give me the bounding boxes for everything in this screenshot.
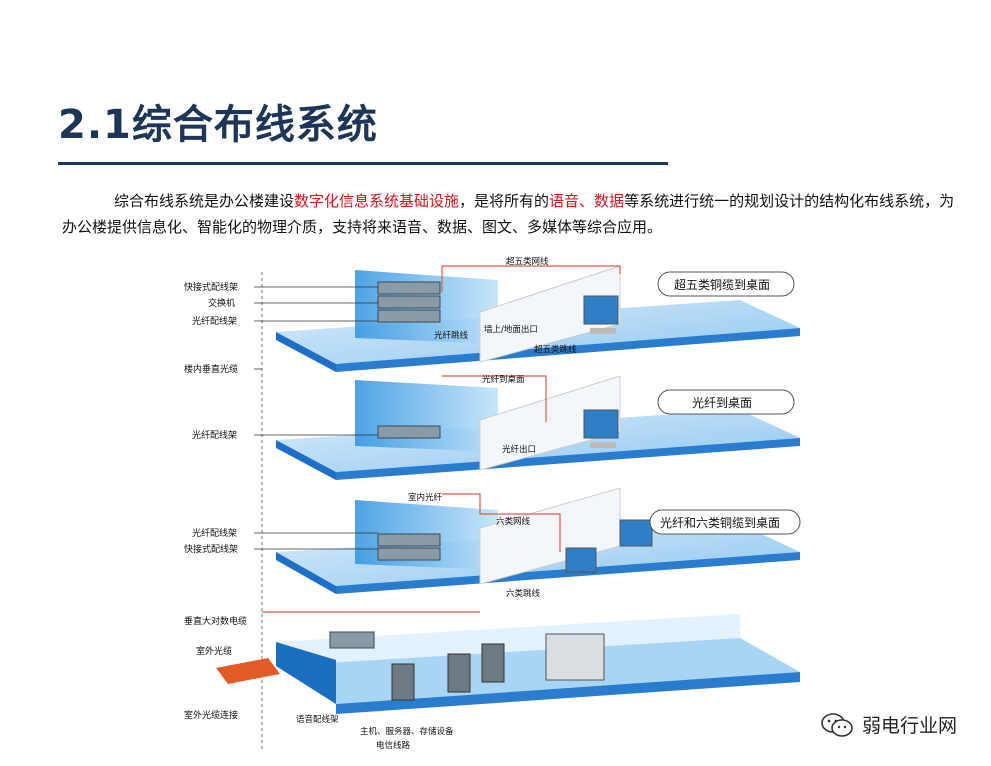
label-wall-floor-outlet: 墙上/地面出口 (484, 324, 538, 335)
floor-2-rack (377, 425, 441, 439)
label-riser-fiber: 楼内垂直光缆 (184, 363, 238, 375)
floor-1-red-cable (442, 265, 621, 274)
rack-unit (377, 281, 441, 295)
floor-3-red-cable (442, 493, 561, 552)
intro-text-3: 等系统进行统一的规划设计的结构化布线系统，为办公楼提供信息化、智能化的物理介质，… (62, 192, 955, 236)
floor-1-rack (377, 281, 441, 323)
server-rack (391, 663, 415, 701)
cabling-diagram: 快接式配线架 交换机 光纤配线架 楼内垂直光缆 光纤配线架 光纤配线架 快接式配… (180, 252, 820, 764)
callout-text: 光纤和六类铜缆到桌面 (660, 515, 780, 530)
floor-1 (276, 265, 800, 372)
server-rack (481, 643, 505, 683)
floor-2-slab-front (336, 438, 800, 480)
rack-unit (377, 309, 441, 323)
label-fiber-patch-panel-3: 光纤配线架 (192, 527, 237, 539)
callout-fiber-to-desk: 光纤到桌面 (657, 389, 795, 415)
floor-3-slab-front (336, 552, 800, 594)
watermark: 弱电行业网 (820, 711, 957, 738)
label-indoor-fiber: 室内光纤 (408, 492, 443, 503)
floor-1-slab-edge (276, 332, 336, 372)
callout-text: 超五类铜缆到桌面 (674, 277, 770, 292)
page-title: 2.1综合布线系统 (58, 102, 378, 148)
floor-3 (276, 487, 800, 594)
floor-2 (276, 375, 800, 480)
equipment-room-front-wall (336, 672, 800, 714)
intro-highlight-2: 语音、数据 (549, 192, 625, 210)
callout-fiber-cat6-to-desk: 光纤和六类铜缆到桌面 (649, 509, 801, 535)
label-cat5e-cable: 超五类网线 (506, 256, 549, 267)
label-quick-patch-panel-1: 快接式配线架 (184, 281, 238, 293)
callout-text: 光纤到桌面 (692, 396, 752, 410)
cabling-diagram-svg: 快接式配线架 交换机 光纤配线架 楼内垂直光缆 光纤配线架 光纤配线架 快接式配… (184, 256, 801, 752)
label-servers-storage: 主机、服务器、存储设备 (360, 726, 454, 737)
monitor-icon (565, 519, 653, 573)
intro-paragraph: 综合布线系统是办公楼建设数字化信息系统基础设施，是将所有的语音、数据等系统进行统… (62, 188, 962, 240)
callout-cat5e-to-desk: 超五类铜缆到桌面 (657, 271, 795, 297)
label-cat5e-patch-cord: 超五类跳线 (534, 344, 577, 355)
label-switch: 交换机 (208, 297, 235, 309)
floor-2-wall (355, 380, 498, 452)
server-rack (447, 653, 471, 693)
intro-text-2: ，是将所有的 (459, 192, 550, 210)
floor-1-slab-front (336, 328, 800, 372)
floor-1-partition (479, 265, 621, 363)
wechat-icon (821, 712, 853, 737)
label-riser-multipair-cable: 垂直大对数电缆 (184, 615, 247, 627)
floor-2-slab-edge (276, 440, 336, 480)
label-cat6-patch-cord: 六类跳线 (506, 588, 541, 599)
equipment-room-side-wall (276, 642, 336, 704)
label-outdoor-fiber: 室外光缆 (196, 645, 232, 657)
label-voice-patch-panel: 语音配线架 (296, 714, 339, 725)
floor-2-partition (479, 375, 621, 471)
title-underline (58, 162, 668, 165)
label-cat6-cable: 六类网线 (496, 516, 531, 527)
label-outdoor-fiber-connection: 室外光缆连接 (184, 709, 238, 721)
intro-text-1: 综合布线系统是办公楼建设 (114, 192, 295, 210)
monitor-icon (583, 409, 619, 448)
storage-cabinet (545, 633, 605, 681)
label-fiber-patch-panel-2: 光纤配线架 (192, 429, 237, 441)
watermark-text: 弱电行业网 (861, 715, 957, 737)
equipment-room-back-wall (276, 614, 740, 666)
floor-2-red-cable (442, 375, 547, 422)
outdoor-fiber-pad (216, 658, 280, 684)
label-fiber-to-desk-small: 光纤到桌面 (482, 374, 525, 385)
voice-patch-panel (329, 631, 375, 649)
label-fiber-patch-panel-1: 光纤配线架 (192, 315, 237, 327)
floor-3-slab-edge (276, 552, 336, 594)
monitor-icon (583, 295, 619, 334)
intro-highlight-1: 数字化信息系统基础设施 (294, 192, 460, 210)
floor-3-rack (377, 547, 441, 561)
floor-3-rack (377, 533, 441, 547)
label-fiber-outlet: 光纤出口 (502, 444, 536, 455)
label-quick-patch-panel-2: 快接式配线架 (184, 543, 238, 555)
equipment-room (216, 611, 800, 714)
label-telecom-line: 电信线路 (376, 740, 411, 751)
rack-unit (377, 295, 441, 309)
label-fiber-jumper: 光纤跳线 (434, 330, 469, 341)
